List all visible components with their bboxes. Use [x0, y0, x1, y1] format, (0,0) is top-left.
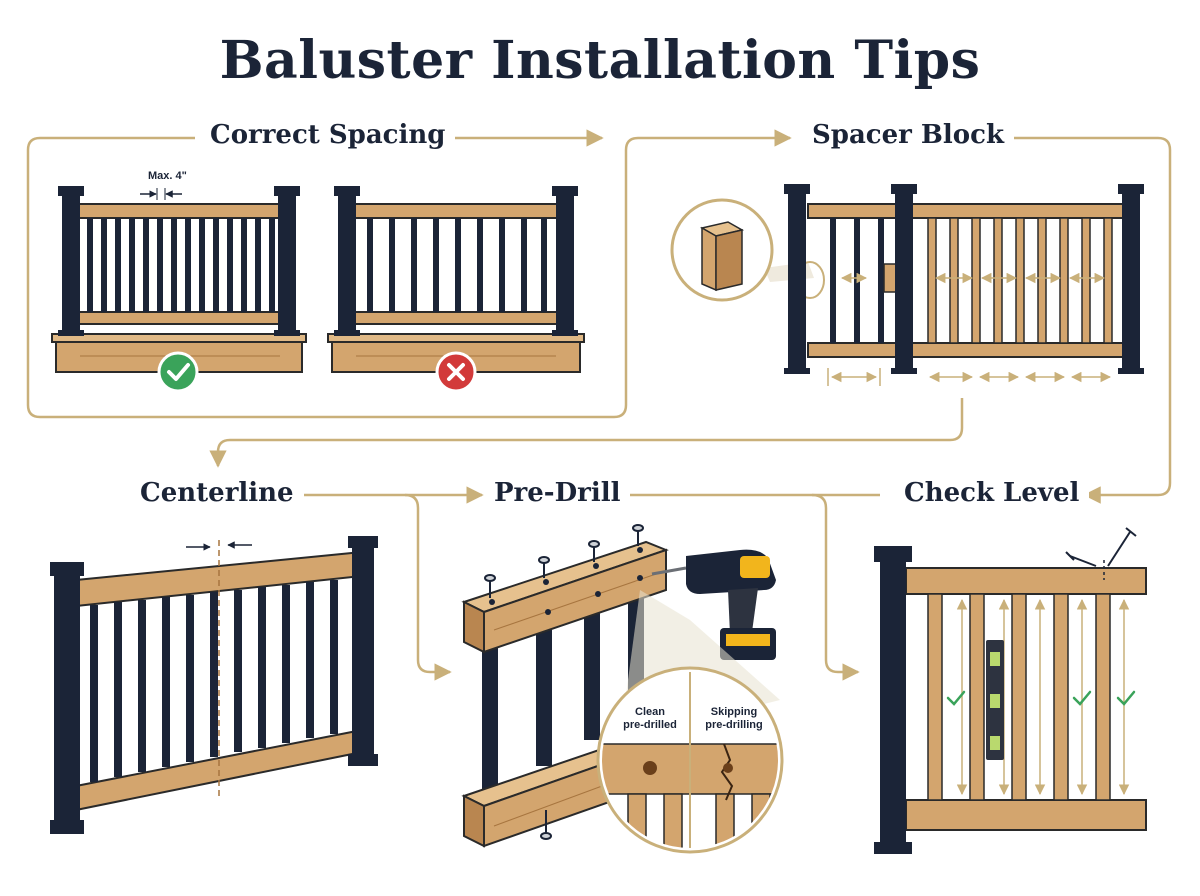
cross-icon — [435, 351, 477, 393]
screw-icon — [484, 524, 644, 840]
section-title-check-level: Check Level — [894, 478, 1090, 508]
railing-correct — [51, 186, 307, 373]
section-title-pre-drill: Pre-Drill — [484, 478, 631, 508]
drill-icon — [651, 549, 776, 660]
page-title: Baluster Installation Tips — [219, 30, 981, 91]
nail-icon — [1065, 527, 1137, 567]
clean-label-line1: Clean — [635, 706, 665, 718]
section-title-spacer-block: Spacer Block — [802, 120, 1014, 150]
check-icon — [157, 351, 199, 393]
skipping-predrilling-label: Skipping pre-drilling — [694, 706, 774, 732]
skip-label-line2: pre-drilling — [705, 719, 763, 731]
railing-level — [874, 546, 1147, 854]
clean-predrilled-label: Clean pre-drilled — [614, 706, 686, 732]
level-icon — [986, 640, 1004, 760]
clean-label-line2: pre-drilled — [623, 719, 677, 731]
level-check-marks — [946, 690, 1136, 706]
max-gap-label: Max. 4" — [148, 170, 187, 182]
section-title-correct-spacing: Correct Spacing — [200, 120, 456, 150]
railing-centerline — [50, 536, 378, 834]
section-title-centerline: Centerline — [130, 478, 304, 508]
predrill-callout — [596, 590, 784, 854]
railing-incorrect — [327, 186, 585, 373]
railing-spacer — [784, 184, 1144, 386]
skip-label-line1: Skipping — [710, 706, 758, 718]
flow-connectors — [26, 129, 1172, 681]
